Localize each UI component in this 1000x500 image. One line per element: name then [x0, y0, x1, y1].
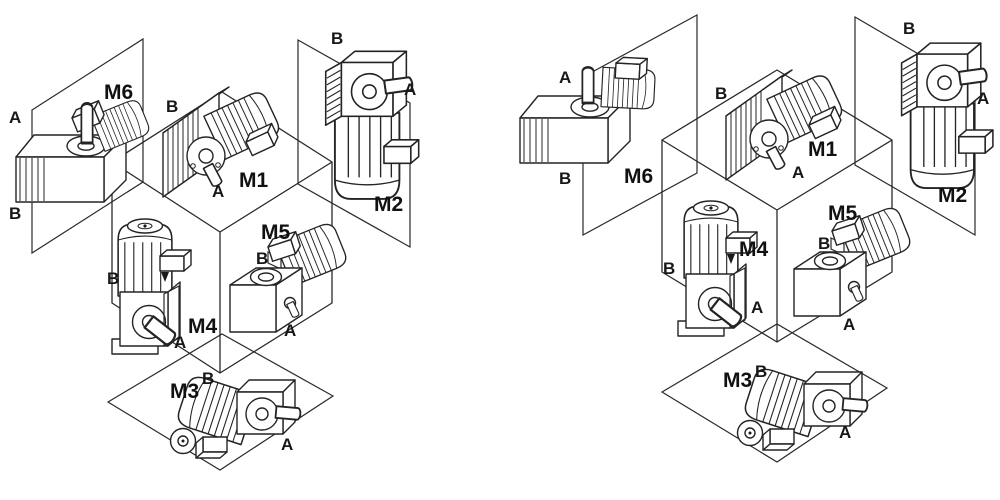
- right-m1-letter-b: B: [715, 84, 727, 103]
- right-m4-label: M4: [739, 238, 768, 261]
- right-gearmotor-m1: [726, 70, 845, 180]
- right-gearmotor-m6: [520, 57, 655, 163]
- left-m3-letter-a: A: [281, 435, 293, 454]
- right-m3-letter-a: A: [839, 423, 851, 442]
- right-m6-plane: [582, 13, 698, 237]
- left-m5-letter-b: B: [256, 249, 268, 268]
- left-m1-label: M1: [239, 169, 268, 192]
- right-gearmotor-m4: [678, 201, 757, 336]
- right-m1-label: M1: [808, 138, 837, 161]
- left-m4-label: M4: [188, 315, 217, 338]
- left-m6-letter-b: B: [9, 204, 21, 223]
- left-m3-letter-b: B: [202, 369, 214, 388]
- right-m5-letter-b: B: [818, 234, 830, 253]
- right-m1-letter-a: A: [792, 163, 804, 182]
- right-gearmotor-m2: [902, 43, 993, 188]
- right-m3-label: M3: [723, 369, 752, 392]
- panel-left: M6 A B B M1 A B A M2 B M4 A M5 B A B M3 …: [9, 29, 419, 471]
- left-m6-label: M6: [104, 81, 133, 104]
- right-m2-label: M2: [938, 184, 967, 207]
- right-m5-label: M5: [828, 202, 857, 225]
- right-m5-letter-a: A: [843, 315, 855, 334]
- left-m5-letter-a: A: [284, 321, 296, 340]
- right-m4-letter-b: B: [663, 259, 675, 278]
- right-m2-letter-b: B: [903, 19, 915, 38]
- left-m4-letter-a: A: [174, 333, 186, 352]
- left-m3-label: M3: [170, 380, 199, 403]
- left-m2-label: M2: [374, 193, 403, 216]
- right-m3-letter-b: B: [755, 362, 767, 381]
- left-m1-letter-b: B: [166, 97, 178, 116]
- panel-right: A M6 B B M1 A B A M2 M4 B A M5 B A B M3 …: [520, 13, 993, 463]
- left-m2-letter-a: A: [404, 80, 416, 99]
- right-m6-letter-a: A: [559, 68, 571, 87]
- right-m6-label: M6: [624, 165, 653, 188]
- left-m6-letter-a: A: [9, 108, 21, 127]
- left-gearmotor-m2: [326, 51, 419, 199]
- left-m4-letter-b: B: [107, 269, 119, 288]
- right-m4-letter-a: A: [751, 298, 763, 317]
- left-m2-letter-b: B: [331, 29, 343, 48]
- left-m5-label: M5: [261, 221, 290, 244]
- right-m6-letter-b: B: [559, 169, 571, 188]
- right-m2-letter-a: A: [977, 89, 989, 108]
- left-m1-letter-a: A: [212, 182, 224, 201]
